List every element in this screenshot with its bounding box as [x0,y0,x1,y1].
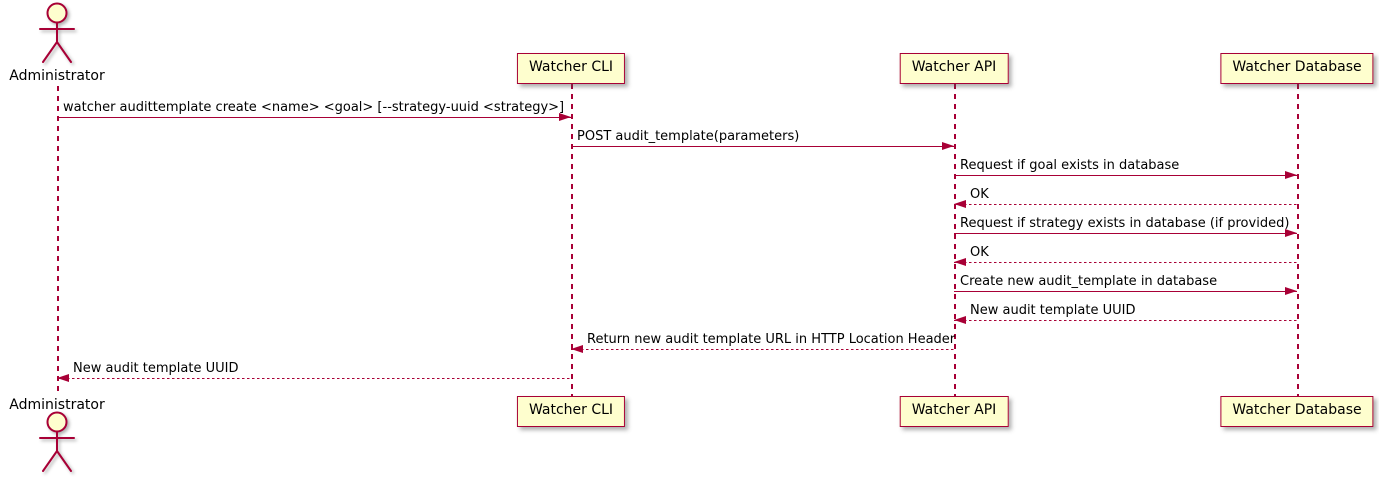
message-label: Create new audit_template in database [960,274,1218,289]
lifeline-administrator [57,86,59,396]
message-line [57,117,571,119]
participant-box-watcher-database-top: Watcher Database [1220,53,1374,84]
participant-box-watcher-api-bottom: Watcher API [899,396,1009,427]
arrowhead-icon [1285,229,1297,237]
message-label: Return new audit template URL in HTTP Lo… [587,332,956,347]
message-line [571,349,954,351]
message-label: Request if strategy exists in database (… [960,216,1290,231]
message-line [954,291,1297,293]
participant-box-watcher-api-top: Watcher API [899,53,1009,84]
actor-administrator-top-figure [34,2,80,66]
lifeline-watcher-api [954,84,956,396]
message-line [954,320,1297,322]
message-label: New audit template UUID [970,303,1136,318]
message-label: POST audit_template(parameters) [577,129,800,144]
arrowhead-icon [559,113,571,121]
arrowhead-icon [954,200,966,208]
participant-box-watcher-cli-top: Watcher CLI [516,53,626,84]
message-label: New audit template UUID [73,361,239,376]
actor-administrator-bottom-figure [34,411,80,475]
lifeline-watcher-cli [571,84,573,396]
arrowhead-icon [954,316,966,324]
participant-box-watcher-cli-bottom: Watcher CLI [516,396,626,427]
arrowhead-icon [1285,287,1297,295]
arrowhead-icon [57,374,69,382]
message-line [57,378,571,380]
arrowhead-icon [1285,171,1297,179]
actor-stick-figure-icon [39,411,75,472]
arrowhead-icon [942,142,954,150]
message-label: OK [970,245,989,260]
message-line [954,175,1297,177]
arrowhead-icon [954,258,966,266]
actor-administrator-top-label: Administrator [9,68,105,84]
message-label: Request if goal exists in database [960,158,1180,173]
message-line [954,204,1297,206]
lifeline-watcher-database [1297,84,1299,396]
participant-box-watcher-database-bottom: Watcher Database [1220,396,1374,427]
message-line [954,233,1297,235]
message-label: watcher audittemplate create <name> <goa… [63,100,565,115]
arrowhead-icon [571,345,583,353]
message-line [954,262,1297,264]
actor-administrator-bottom-label: Administrator [9,397,105,413]
message-line [571,146,954,148]
actor-stick-figure-icon [39,2,75,63]
message-label: OK [970,187,989,202]
